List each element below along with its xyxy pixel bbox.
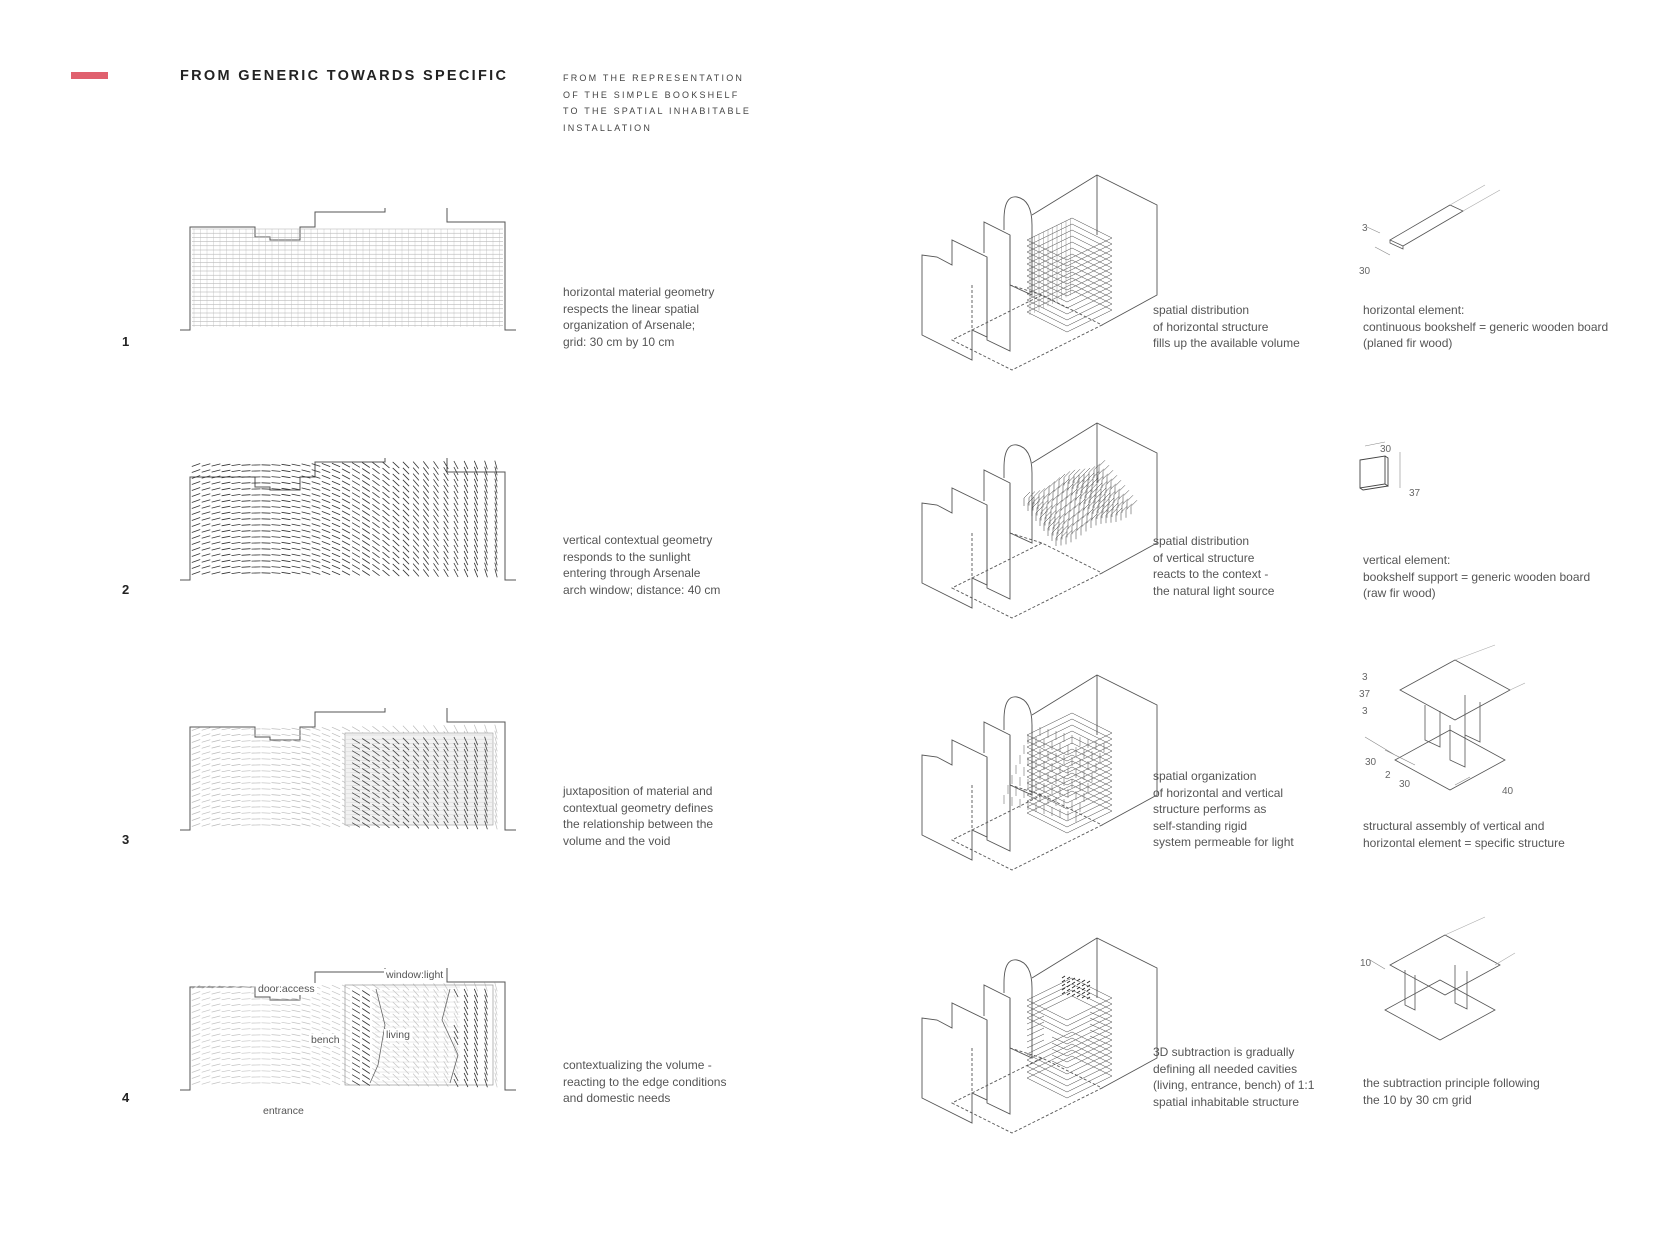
isometric-drawing-2 — [921, 422, 1158, 619]
accent-bar — [71, 72, 108, 79]
row-number-4: 4 — [122, 1090, 130, 1105]
dim-label: 37 — [1359, 689, 1371, 700]
detail-description-1: horizontal element: continuous bookshelf… — [1363, 303, 1609, 351]
plan-description-3: juxtaposition of material and contextual… — [563, 784, 714, 848]
dim-label: 30 — [1365, 757, 1377, 768]
row-number-1: 1 — [122, 334, 130, 349]
plan-label-entrance: entrance — [261, 1105, 306, 1117]
dim-label: 3 — [1362, 672, 1368, 683]
detail-board-drawing — [1366, 184, 1501, 256]
iso-description-4: 3D subtraction is gradually defining all… — [1153, 1045, 1315, 1109]
plan-label-bench: bench — [309, 1034, 342, 1046]
isometric-drawing-3 — [921, 674, 1158, 871]
iso-description-2: spatial distribution of vertical structu… — [1153, 534, 1275, 598]
dim-label: 30 — [1359, 266, 1371, 277]
iso-description-3: spatial organization of horizontal and v… — [1153, 769, 1294, 850]
plan-drawing-3 — [180, 708, 516, 831]
detail-description-4: the subtraction principle following the … — [1363, 1076, 1540, 1107]
iso-description-1: spatial distribution of horizontal struc… — [1153, 303, 1300, 351]
detail-description-2: vertical element: bookshelf support = ge… — [1363, 553, 1591, 601]
detail-description-3: structural assembly of vertical and hori… — [1363, 819, 1565, 850]
plan-description-2: vertical contextual geometry responds to… — [563, 533, 721, 597]
plan-drawing-4 — [180, 968, 516, 1091]
dim-label: 3 — [1362, 223, 1368, 234]
isometric-drawing-4 — [921, 937, 1158, 1134]
dim-label: 3 — [1362, 706, 1368, 717]
row-number-3: 3 — [122, 832, 130, 847]
row-number-2: 2 — [122, 582, 130, 597]
plan-drawing-1 — [180, 208, 516, 331]
dim-label: 37 — [1409, 488, 1421, 499]
detail-assembly-drawing — [1364, 644, 1526, 791]
plan-label-door: door:access — [256, 983, 317, 995]
plan-label-window: window:light — [384, 969, 446, 981]
plan-description-4: contextualizing the volume - reacting to… — [563, 1058, 727, 1106]
dim-label: 30 — [1380, 444, 1392, 455]
dim-label: 30 — [1399, 779, 1411, 790]
isometric-drawing-1 — [921, 174, 1158, 371]
dim-label: 10 — [1360, 958, 1372, 969]
dim-label: 40 — [1502, 786, 1514, 797]
plan-description-1: horizontal material geometry respects th… — [563, 285, 715, 349]
page-title: FROM GENERIC TOWARDS SPECIFIC — [180, 68, 509, 84]
detail-support-drawing — [1359, 441, 1401, 491]
plan-label-living: living — [384, 1029, 412, 1041]
plan-drawing-2 — [180, 458, 516, 581]
detail-subtraction-drawing — [1369, 916, 1516, 1041]
dim-label: 2 — [1385, 770, 1391, 781]
page-subtitle: FROM THE REPRESENTATION OF THE SIMPLE BO… — [563, 73, 752, 133]
